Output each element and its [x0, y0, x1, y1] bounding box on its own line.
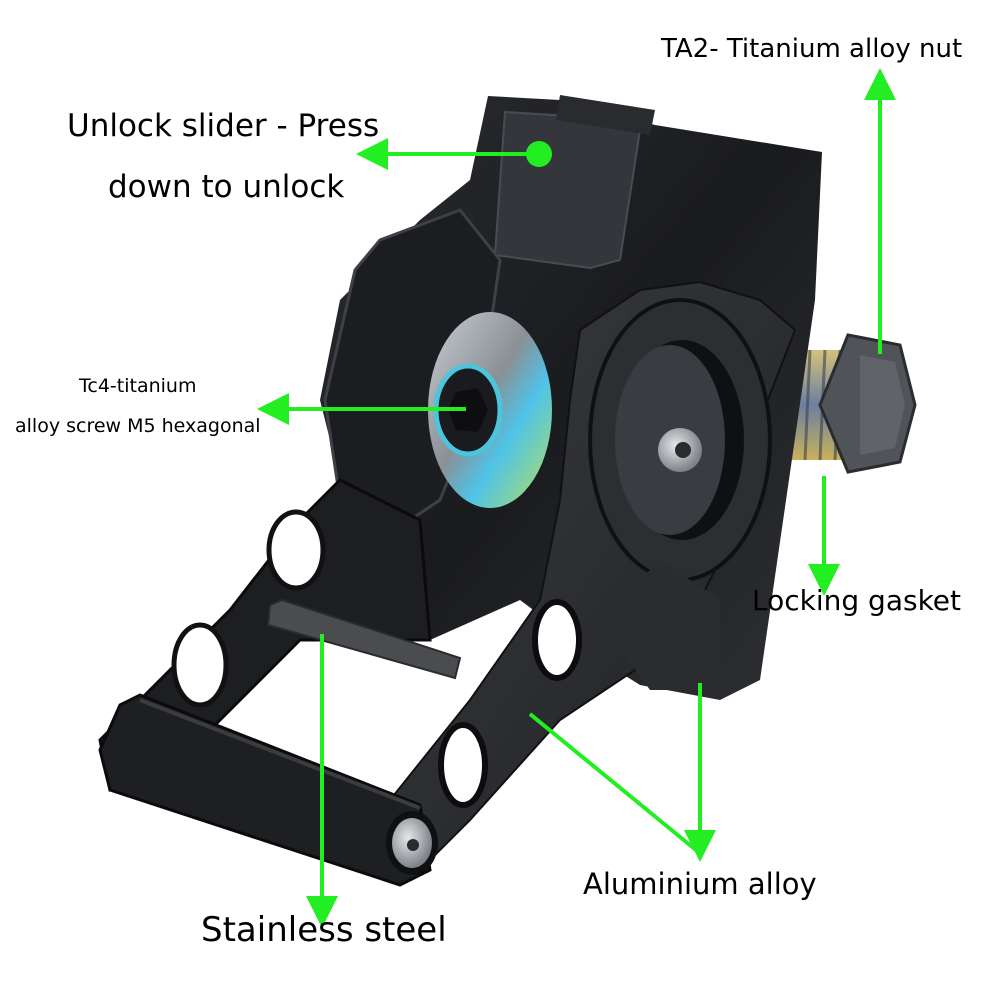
steel-bolt [386, 811, 438, 875]
aluminium-alloy-label: Aluminium alloy [583, 867, 817, 901]
titanium-screw [428, 312, 552, 508]
titanium-screw-label-line1: Tc4-titanium [79, 375, 197, 397]
titanium-screw-label-line2: alloy screw M5 hexagonal [15, 415, 261, 437]
stainless-steel-label: Stainless steel [201, 910, 447, 950]
roller [98, 693, 432, 887]
unlock-slider [493, 110, 642, 270]
aluminium-pointer-diagonal [528, 712, 698, 852]
unlock-slider-dot [526, 141, 552, 167]
pivot-disc [588, 298, 772, 582]
front-plate-hole [532, 599, 582, 681]
annotation-lines [257, 68, 896, 928]
unlock-slider-label-line2: down to unlock [108, 169, 345, 205]
front-plate-hole [438, 722, 488, 808]
left-arm-hole [171, 622, 229, 708]
locking-gasket-label: Locking gasket [752, 584, 961, 617]
stainless-rod [266, 598, 462, 680]
left-arm-hole [266, 509, 326, 591]
unlock-slider-label-line1: Unlock slider - Press [67, 108, 380, 144]
titanium-nut-label: TA2- Titanium alloy nut [661, 34, 963, 64]
